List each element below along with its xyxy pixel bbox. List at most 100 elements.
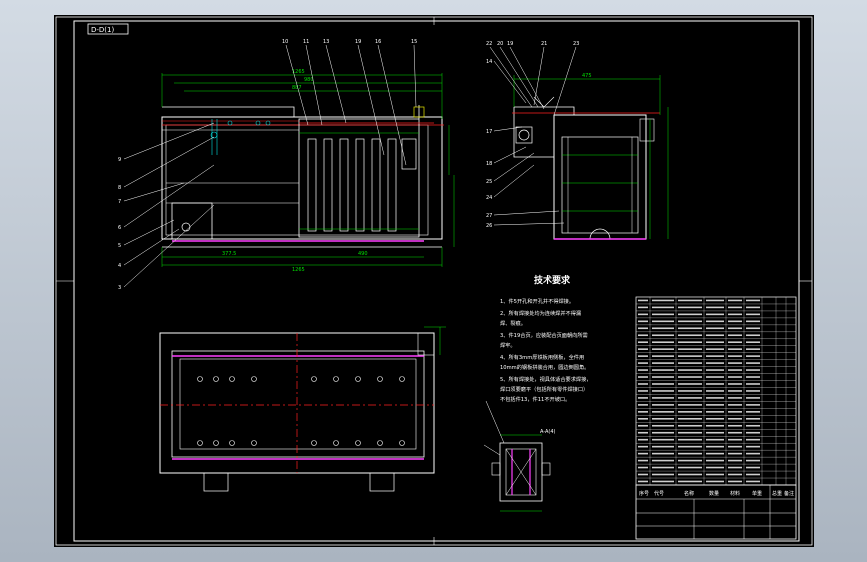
parts-list-cell-text: [706, 404, 724, 406]
parts-list-cell-text: [706, 341, 724, 344]
parts-list-cell-text: [706, 459, 724, 462]
parts-list-cell-text: [638, 313, 648, 316]
parts-list-cell-text: [728, 369, 742, 371]
parts-list-cell-text: [652, 452, 674, 455]
tech-note: 2、所有焊接处均为连续焊并不得漏: [500, 309, 581, 317]
parts-list-cell-text: [706, 480, 724, 483]
svg-text:15: 15: [411, 39, 417, 45]
parts-list-cell-text: [728, 404, 742, 406]
parts-list-cell-text: [638, 411, 648, 413]
dim-bottom-left: 377.5: [222, 251, 236, 257]
parts-list-cell-text: [652, 445, 674, 448]
parts-list-cell-text: [728, 445, 742, 448]
parts-list-cell-text: [638, 334, 648, 337]
section-label: A-A(4): [540, 429, 556, 435]
parts-list-cell-text: [652, 355, 674, 357]
parts-list-cell-text: [638, 473, 648, 476]
parts-list-cell-text: [706, 362, 724, 364]
parts-list-cell-text: [728, 299, 742, 302]
parts-list-cell-text: [678, 438, 702, 441]
parts-list-cell-text: [652, 466, 674, 469]
parts-list-cell-text: [652, 480, 674, 483]
parts-list-cell-text: [638, 376, 648, 378]
parts-list-cell-text: [746, 376, 760, 378]
tech-note: 焊口须要磨平（包括所有零件焊接口）: [500, 385, 588, 393]
tech-note: 4、所有3mm厚铁板用侧板，全件用: [500, 353, 584, 361]
parts-list-cell-text: [652, 404, 674, 406]
parts-list-cell-text: [706, 390, 724, 392]
parts-list-cell-text: [678, 404, 702, 406]
parts-list-cell-text: [678, 376, 702, 378]
parts-list-cell-text: [678, 362, 702, 364]
parts-list-cell-text: [678, 459, 702, 462]
svg-text:单重: 单重: [752, 490, 762, 497]
parts-list-cell-text: [728, 411, 742, 413]
parts-list-cell-text: [746, 424, 760, 427]
parts-list-cell-text: [678, 355, 702, 357]
parts-list-cell-text: [652, 320, 674, 323]
parts-list-cell-text: [706, 313, 724, 316]
parts-list-cell-text: [728, 431, 742, 434]
parts-list-cell-text: [678, 334, 702, 337]
svg-text:3: 3: [118, 285, 121, 291]
parts-list-cell-text: [746, 459, 760, 462]
parts-list-cell-text: [746, 466, 760, 469]
parts-list-cell-text: [706, 424, 724, 427]
parts-list-cell-text: [746, 355, 760, 357]
parts-list-cell-text: [652, 313, 674, 316]
parts-list-cell-text: [728, 334, 742, 337]
svg-text:18: 18: [486, 161, 492, 167]
svg-text:6: 6: [118, 225, 121, 231]
parts-list-cell-text: [746, 362, 760, 364]
parts-list-cell-text: [678, 431, 702, 434]
plan-holes: [197, 376, 405, 446]
tech-note: 不包括件13，件11不开坡口。: [500, 395, 570, 403]
parts-list-cell-text: [746, 473, 760, 476]
parts-list-cell-text: [638, 327, 648, 330]
svg-text:17: 17: [486, 129, 492, 135]
parts-list-cell-text: [652, 397, 674, 399]
parts-list-cell-text: [746, 334, 760, 337]
drawing-sheet: D-D(1): [54, 15, 814, 547]
svg-text:9: 9: [118, 157, 121, 163]
parts-list-cell-text: [638, 383, 648, 385]
parts-list-cell-text: [728, 452, 742, 455]
parts-list-cell-text: [652, 299, 674, 302]
parts-list-cell-text: [728, 459, 742, 462]
parts-list-cell-text: [746, 306, 760, 309]
parts-list-cell-text: [746, 431, 760, 434]
parts-list-cell-text: [678, 341, 702, 344]
svg-text:27: 27: [486, 213, 492, 219]
dim-overall-top: 1265: [292, 69, 305, 75]
parts-list-cell-text: [706, 376, 724, 378]
technical-requirements: 技术要求 1、件5开孔和开孔并不得焊接。 2、所有焊接处均为连续焊并不得漏 焊、…: [500, 274, 592, 403]
parts-list-cell-text: [728, 362, 742, 364]
parts-list-cell-text: [728, 313, 742, 316]
svg-text:序号: 序号: [639, 490, 649, 497]
svg-text:11: 11: [303, 39, 309, 45]
tech-note: 焊、裂痕。: [500, 319, 526, 327]
parts-list-cell-text: [678, 445, 702, 448]
parts-list-cell-text: [746, 320, 760, 323]
tech-note: 3、件19合页，应装配合页面朝向所需: [500, 331, 588, 339]
parts-list-cell-text: [706, 348, 724, 350]
parts-list-cell-text: [678, 411, 702, 413]
dim-inner-top: 887: [292, 85, 302, 91]
parts-list-cell-text: [728, 355, 742, 357]
parts-list-cell-text: [746, 299, 760, 302]
parts-list-cell-text: [638, 445, 648, 448]
parts-list-cell-text: [728, 306, 742, 309]
parts-list-cell-text: [746, 369, 760, 371]
parts-list-cell-text: [706, 383, 724, 385]
side-view: 475 22 20 19 21 23: [486, 41, 669, 240]
parts-list-cell-text: [706, 445, 724, 448]
parts-list-cell-text: [706, 334, 724, 337]
svg-text:22: 22: [486, 41, 492, 47]
parts-list-cell-text: [652, 424, 674, 427]
parts-list-cell-text: [638, 299, 648, 302]
parts-list-cell-text: [652, 383, 674, 385]
parts-list-cell-text: [678, 299, 702, 302]
parts-list-cell-text: [706, 320, 724, 323]
svg-text:8: 8: [118, 185, 121, 191]
